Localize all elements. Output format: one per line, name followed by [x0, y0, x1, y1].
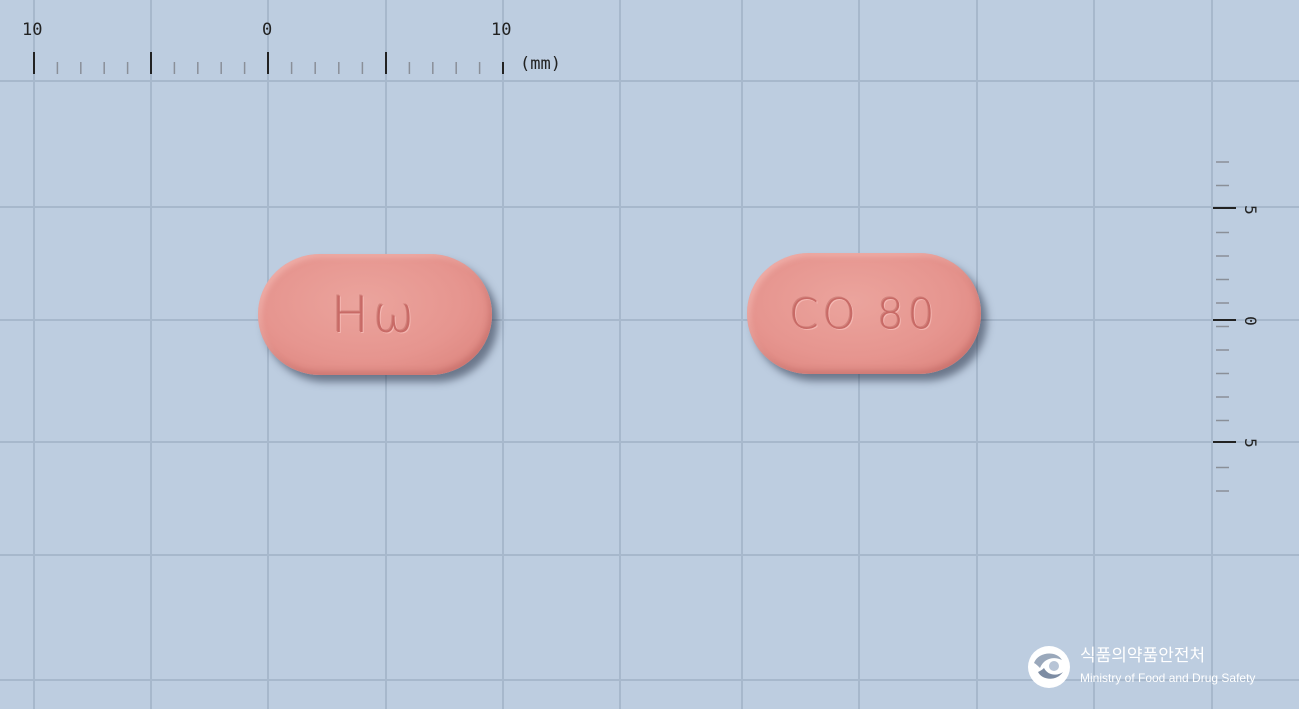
ruler-right-label-center: 0	[1240, 316, 1260, 326]
pill-back-imprint: CO 80	[789, 289, 939, 338]
ruler-right-label-bottom: 5	[1240, 438, 1260, 448]
pill-back: CO 80	[747, 253, 981, 374]
ruler-top-label-right: 10	[491, 20, 512, 40]
mfds-logo: 식품의약품안전처 Ministry of Food and Drug Safet…	[1028, 646, 1268, 690]
pill-front: Hω	[258, 254, 492, 375]
ruler-right-label-top: 5	[1240, 205, 1260, 215]
logo-english-text: Ministry of Food and Drug Safety	[1080, 671, 1256, 685]
ruler-unit-label: (mm)	[520, 54, 561, 74]
pill-front-imprint: Hω	[331, 285, 419, 344]
logo-korean-text: 식품의약품안전처	[1080, 646, 1206, 666]
ruler-top-label-center: 0	[262, 20, 273, 40]
ruler-top-label-left: 10	[22, 20, 43, 40]
mfds-emblem-icon	[1028, 646, 1070, 688]
